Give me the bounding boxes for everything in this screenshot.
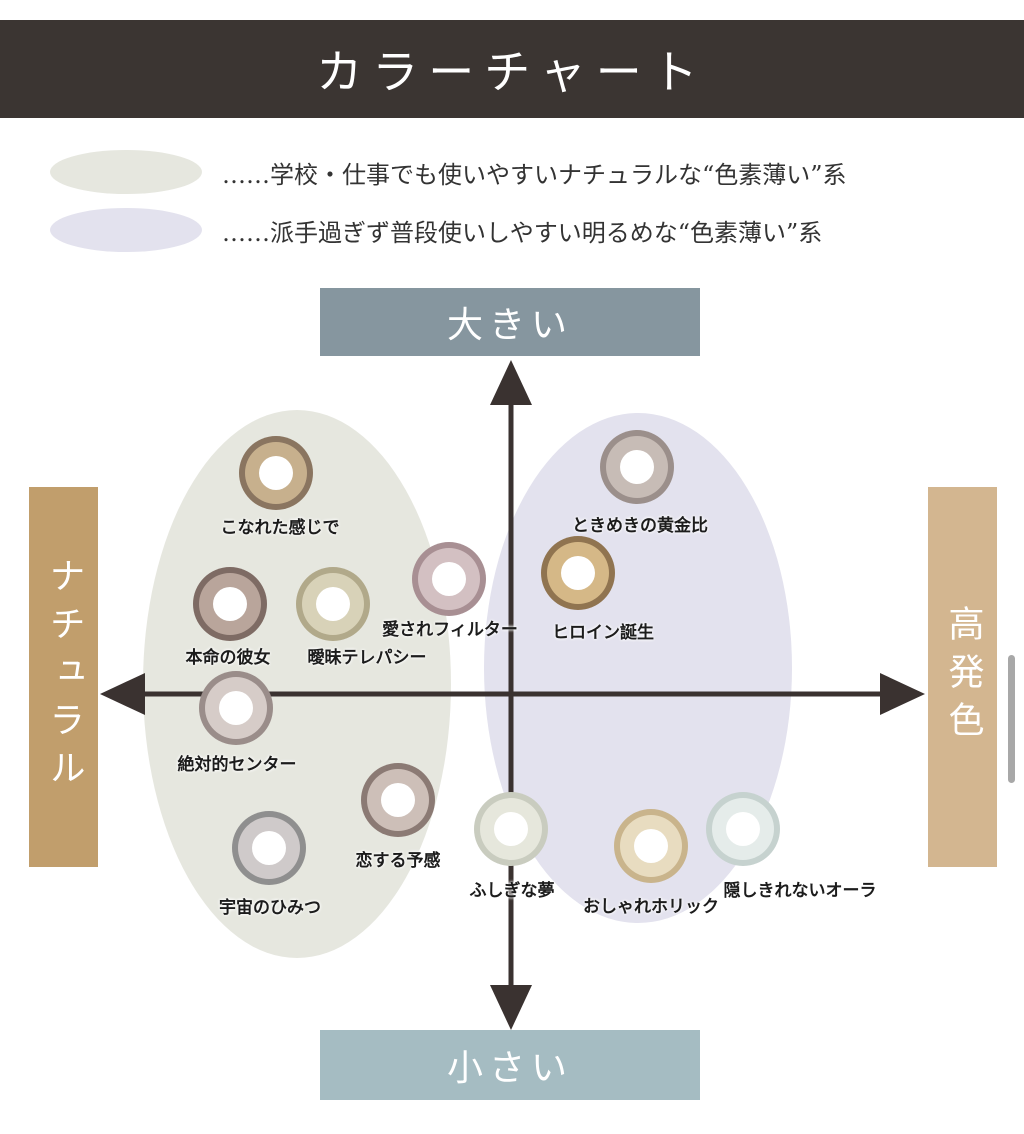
- axis-label-small: 小さい: [320, 1030, 700, 1100]
- lens-pupil: [259, 456, 293, 490]
- lens-9: [232, 811, 306, 885]
- left-arrow-icon: [100, 673, 145, 715]
- lens-pupil: [561, 556, 595, 590]
- axis-label-natural: ナチュラル: [29, 487, 98, 867]
- lens-3: [193, 567, 267, 641]
- lens-8: [361, 763, 435, 837]
- lens-label: 隠しきれないオーラ: [723, 881, 877, 901]
- lens-label: ヒロイン誕生: [552, 623, 654, 643]
- lens-label: 恋する予感: [355, 851, 441, 871]
- lens-pupil: [634, 829, 668, 863]
- scrollbar[interactable]: [1008, 655, 1015, 783]
- lens-pupil: [432, 562, 466, 596]
- lens-11: [614, 809, 688, 883]
- lens-pupil: [494, 812, 528, 846]
- lens-label: ふしぎな夢: [469, 881, 555, 901]
- lens-label: こなれた感じで: [220, 518, 340, 538]
- lens-label: 宇宙のひみつ: [219, 898, 321, 918]
- bright-swatch: [50, 208, 202, 252]
- legend-bright: ……派手過ぎず普段使いしやすい明るめな“色素薄い”系: [50, 208, 822, 252]
- legend-bright-text: ……派手過ぎず普段使いしやすい明るめな“色素薄い”系: [222, 218, 823, 247]
- lens-label: ときめきの黄金比: [572, 516, 708, 536]
- lens-7: [199, 671, 273, 745]
- lens-pupil: [620, 450, 654, 484]
- axis-label-large: 大きい: [320, 288, 700, 356]
- lens-label: 本命の彼女: [185, 648, 271, 668]
- lens-12: [706, 792, 780, 866]
- lens-pupil: [213, 587, 247, 621]
- lens-label: 愛されフィルター: [382, 620, 518, 640]
- lens-label: おしゃれホリック: [583, 897, 719, 917]
- lens-10: [474, 792, 548, 866]
- lens-pupil: [252, 831, 286, 865]
- legend-natural: ……学校・仕事でも使いやすいナチュラルな“色素薄い”系: [50, 150, 847, 194]
- natural-swatch: [50, 150, 202, 194]
- lens-pupil: [219, 691, 253, 725]
- lens-6: [541, 536, 615, 610]
- lens-label: 絶対的センター: [177, 755, 297, 775]
- legend-natural-text: ……学校・仕事でも使いやすいナチュラルな“色素薄い”系: [222, 160, 847, 189]
- lens-pupil: [316, 587, 350, 621]
- up-arrow-icon: [490, 360, 532, 405]
- lens-label: 曖昧テレパシー: [307, 648, 427, 668]
- lens-5: [412, 542, 486, 616]
- lens-4: [296, 567, 370, 641]
- page-title: カラーチャート: [0, 20, 1024, 118]
- lens-pupil: [381, 783, 415, 817]
- lens-pupil: [726, 812, 760, 846]
- lens-1: [239, 436, 313, 510]
- axis-label-vivid: 高発色: [928, 487, 997, 867]
- down-arrow-icon: [490, 985, 532, 1030]
- lens-2: [600, 430, 674, 504]
- right-arrow-icon: [880, 673, 925, 715]
